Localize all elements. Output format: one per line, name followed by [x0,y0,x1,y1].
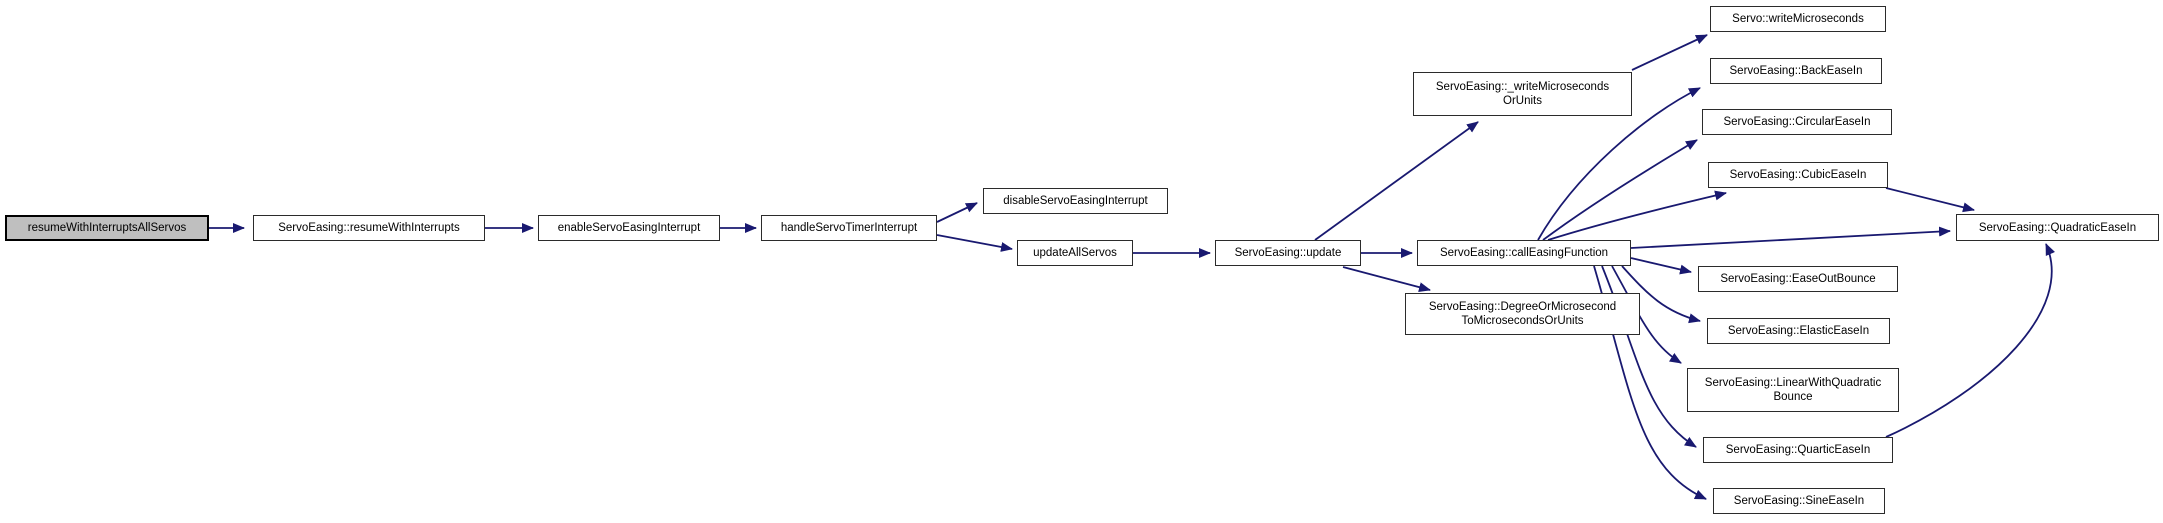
node-write-us[interactable]: ServoEasing::_writeMicroseconds OrUnits [1413,72,1632,116]
node-enable[interactable]: enableServoEasingInterrupt [538,215,720,241]
node-handle[interactable]: handleServoTimerInterrupt [761,215,937,241]
edge-call-easing-to-quadratic [1630,226,1951,249]
node-sine[interactable]: ServoEasing::SineEaseIn [1713,488,1885,514]
node-call-easing[interactable]: ServoEasing::callEasingFunction [1417,240,1631,266]
edge-quartic-to-quadratic [1885,243,2055,438]
node-update[interactable]: ServoEasing::update [1215,240,1361,266]
edge-call-easing-to-ease-out-bounce [1630,257,1692,275]
node-servo-write-us[interactable]: Servo::writeMicroseconds [1710,6,1886,32]
node-update-all[interactable]: updateAllServos [1017,240,1133,266]
edge-update-to-write-us [1314,121,1479,241]
edge-handle-to-update-all [936,234,1013,252]
node-disable[interactable]: disableServoEasingInterrupt [983,188,1168,214]
node-degree[interactable]: ServoEasing::DegreeOrMicrosecond ToMicro… [1405,293,1640,335]
node-resume[interactable]: ServoEasing::resumeWithInterrupts [253,215,485,241]
edge-write-us-to-servo-write-us [1631,34,1708,71]
node-cubic[interactable]: ServoEasing::CubicEaseIn [1708,162,1888,188]
edge-handle-to-disable [936,202,978,223]
edge-update-to-degree [1342,266,1431,293]
node-ease-out-bounce[interactable]: ServoEasing::EaseOutBounce [1698,266,1898,292]
node-linear-quad-bounce[interactable]: ServoEasing::LinearWithQuadratic Bounce [1687,368,1899,412]
node-back[interactable]: ServoEasing::BackEaseIn [1710,58,1882,84]
edge-call-easing-to-cubic [1547,190,1727,241]
node-quadratic[interactable]: ServoEasing::QuadraticEaseIn [1956,214,2159,241]
edge-call-easing-to-circular [1542,139,1698,241]
edge-cubic-to-quadratic [1885,187,1975,213]
node-circular[interactable]: ServoEasing::CircularEaseIn [1702,109,1892,135]
node-resume-all: resumeWithInterruptsAllServos [5,215,209,241]
node-quartic[interactable]: ServoEasing::QuarticEaseIn [1703,437,1893,463]
node-elastic[interactable]: ServoEasing::ElasticEaseIn [1707,318,1890,344]
